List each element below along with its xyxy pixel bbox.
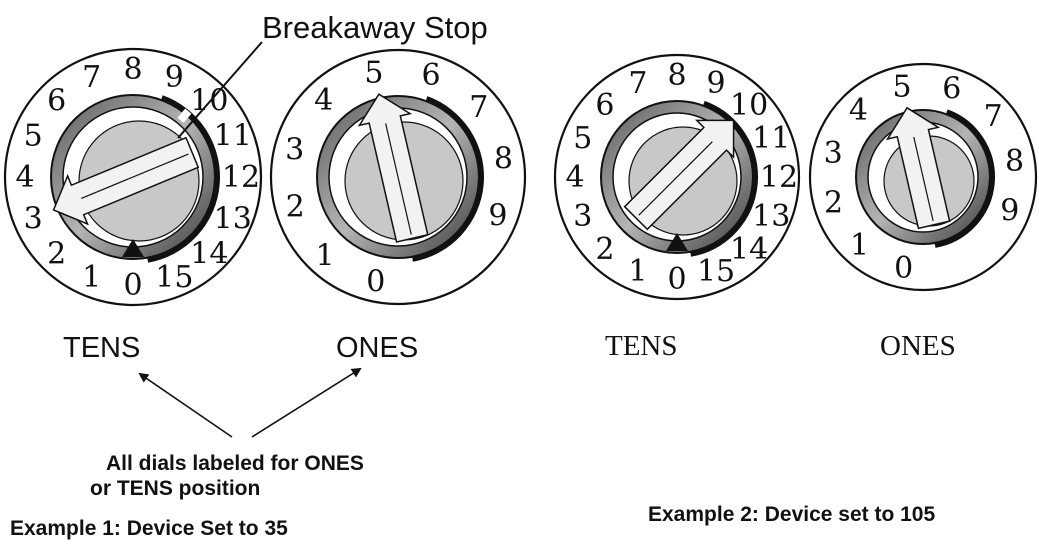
dial-dark-arc [934,109,995,248]
note-line-1: All dials labeled for ONES [106,452,364,475]
dial-pointer [623,119,735,231]
dial-number: 3 [24,201,43,236]
dial-number: 14 [190,236,228,271]
dial-number: 0 [366,265,385,300]
ones-label-example-1: ONES [336,332,418,364]
dial-number: 4 [314,83,333,118]
breakaway-stop-leader-line [177,41,263,139]
arrow-to-ones-label [251,367,362,438]
dial-number: 6 [47,84,66,119]
dial-number: 12 [760,160,798,195]
dial-number: 9 [706,66,725,101]
tens-label-example-1: TENS [63,332,140,364]
dial-number: 4 [849,93,868,128]
dial-number: 7 [628,66,647,101]
dial-number: 9 [1000,193,1019,228]
dial-number: 1 [315,238,334,273]
example-2-caption: Example 2: Device set to 105 [648,503,935,526]
dial-number: 3 [285,132,304,167]
dial-number: 1 [628,254,647,289]
dial-dark-arc [690,100,758,257]
dial-number: 14 [730,232,768,267]
dial-number: 13 [752,199,790,234]
dial-number: 6 [422,58,441,93]
dial-index-triangle [122,239,144,257]
ones-label-example-2: ONES [880,330,956,362]
dial-dark-arc [411,96,484,262]
dial-number: 5 [364,56,383,91]
breakaway-stop-notch [177,108,192,123]
dial-number: 6 [595,88,614,123]
dial-number: 0 [894,251,913,286]
dial-number: 3 [824,136,843,171]
dial-number: 7 [469,90,488,125]
dial-number: 11 [752,121,790,156]
dial-number: 11 [214,119,252,154]
dial-number: 6 [942,72,961,107]
example-1-caption: Example 1: Device Set to 35 [10,517,288,540]
dial-pointer [885,106,951,230]
dial-number: 5 [893,69,912,104]
dial-number: 2 [595,232,614,267]
dial-number: 10 [730,88,768,123]
tens-label-example-2: TENS [605,330,678,362]
dial-number: 5 [24,119,43,154]
dial-number: 7 [984,99,1003,134]
dial-number: 1 [82,260,101,295]
dial-index-triangle [666,233,688,251]
dial-number: 4 [565,160,584,195]
arrow-to-tens-label [138,372,233,438]
dial-number: 9 [165,60,184,95]
dial-pointer [52,136,200,226]
dial-number: 8 [667,58,686,93]
dial-number: 9 [488,198,507,233]
dial-number: 15 [697,254,735,289]
dial-number: 7 [82,60,101,95]
dial-number: 1 [850,228,869,263]
dial-number: 3 [573,199,592,234]
dial-number: 12 [222,160,260,195]
dial-number: 2 [824,186,843,221]
dial-number: 4 [15,160,34,195]
dial-number: 0 [667,262,686,297]
dial-number: 13 [214,201,252,236]
dial-number: 8 [1005,144,1024,179]
dial-number: 15 [155,260,193,295]
dial-number: 2 [286,189,305,224]
dial-number: 8 [494,141,513,176]
breakaway-stop-label: Breakaway Stop [262,10,488,45]
dial-number: 0 [123,268,142,303]
dial-number: 2 [47,236,66,271]
dial-number: 5 [573,121,592,156]
ones-dial-example-1: 012 345 678 9 [269,48,527,306]
dial-pointer [357,93,429,243]
note-line-2: or TENS position [90,477,260,500]
dial-number: 8 [123,52,142,87]
